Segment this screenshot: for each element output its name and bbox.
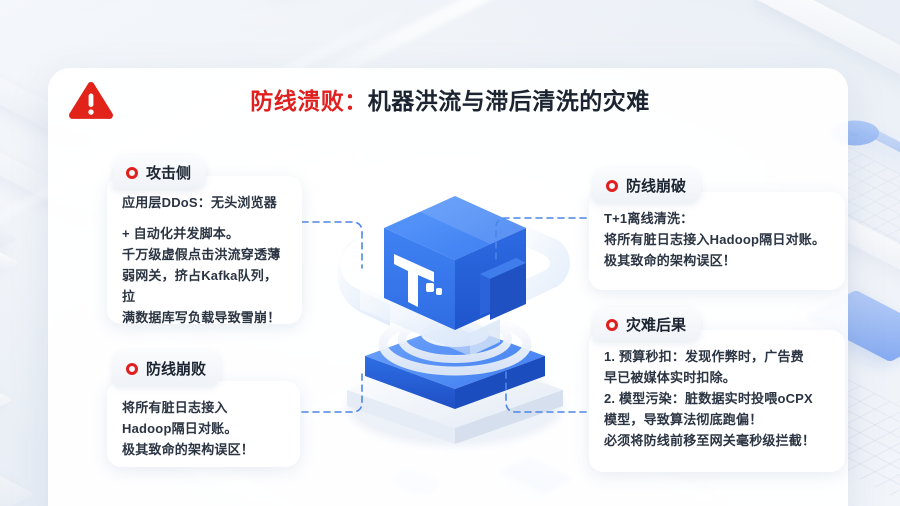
card-line-collapse-body: 将所有脏日志接入 Hadoop隔日对账。 极其致命的架构误区！ xyxy=(107,381,300,474)
card-breach-line-2: 极其致命的架构误区！ xyxy=(604,253,737,269)
badge-attack-side: 攻击侧 xyxy=(113,155,207,190)
card-collapse-line-0: 将所有脏日志接入 xyxy=(122,400,228,415)
card-attack-side: 应用层DDoS：无头浏览器 + 自动化并发脚本。 千万级虚假点击洪流穿透薄 弱网… xyxy=(107,176,302,325)
card-attack-line-4: 满数据库写负载导致雪崩！ xyxy=(122,310,281,326)
card-attack-line-2: 千万级虚假点击洪流穿透薄 xyxy=(122,247,281,263)
red-ring-icon xyxy=(126,166,138,179)
card-result-line-3: 模型，导致算法彻底跑偏！ xyxy=(604,412,763,428)
card-breach-line-1: 将所有脏日志接入Hadoop隔日对账。 xyxy=(604,232,826,248)
card-line-collapse: 将所有脏日志接入 Hadoop隔日对账。 极其致命的架构误区！ xyxy=(107,381,300,467)
page-title: 防线溃败：机器洪流与滞后清洗的灾难 xyxy=(150,82,750,116)
badge-line-collapse-label: 防线崩败 xyxy=(146,361,207,378)
card-line-breach: T+1离线清洗： 将所有脏日志接入Hadoop隔日对账。 极其致命的架构误区！ xyxy=(589,192,845,290)
card-attack-side-body: 应用层DDoS：无头浏览器 + 自动化并发脚本。 千万级虚假点击洪流穿透薄 弱网… xyxy=(107,176,302,342)
badge-attack-side-label: 攻击侧 xyxy=(146,165,192,182)
card-breach-line-0: T+1离线清洗： xyxy=(604,211,694,226)
badge-line-collapse: 防线崩败 xyxy=(113,351,222,386)
card-attack-line-1: + 自动化并发脚本。 xyxy=(122,226,240,242)
card-line-breach-body: T+1离线清洗： 将所有脏日志接入Hadoop隔日对账。 极其致命的架构误区！ xyxy=(589,192,845,285)
card-collapse-line-1: Hadoop隔日对账。 xyxy=(122,421,238,437)
isometric-cube-illustration xyxy=(330,178,580,453)
card-attack-line-3: 弱网关，挤占Kafka队列，拉 xyxy=(122,268,278,305)
badge-disaster-result: 灾难后果 xyxy=(593,307,702,342)
red-ring-icon xyxy=(606,318,618,331)
warning-triangle-icon xyxy=(69,81,113,119)
page-title-rest: 机器洪流与滞后清洗的灾难 xyxy=(367,88,650,114)
card-disaster-result-body: 1. 预算秒扣：发现作弊时，广告费 早已被媒体实时扣除。 2. 模型污染：脏数据… xyxy=(589,330,845,465)
card-attack-line-0: 应用层DDoS：无头浏览器 xyxy=(122,195,277,210)
card-result-line-2: 2. 模型污染：脏数据实时投喂oCPX xyxy=(604,391,813,407)
card-result-line-0: 1. 预算秒扣：发现作弊时，广告费 xyxy=(604,349,804,364)
red-ring-icon xyxy=(606,179,618,192)
badge-line-breach-label: 防线崩破 xyxy=(626,178,687,195)
card-result-line-4: 必须将防线前移至网关毫秒级拦截！ xyxy=(604,433,816,449)
badge-line-breach: 防线崩破 xyxy=(593,168,702,203)
card-disaster-result: 1. 预算秒扣：发现作弊时，广告费 早已被媒体实时扣除。 2. 模型污染：脏数据… xyxy=(589,330,845,472)
badge-disaster-result-label: 灾难后果 xyxy=(626,317,687,334)
red-ring-icon xyxy=(126,362,138,375)
card-result-line-1: 早已被媒体实时扣除。 xyxy=(604,370,737,386)
page-title-highlight: 防线溃败： xyxy=(250,88,368,114)
card-collapse-line-2: 极其致命的架构误区！ xyxy=(122,442,255,458)
